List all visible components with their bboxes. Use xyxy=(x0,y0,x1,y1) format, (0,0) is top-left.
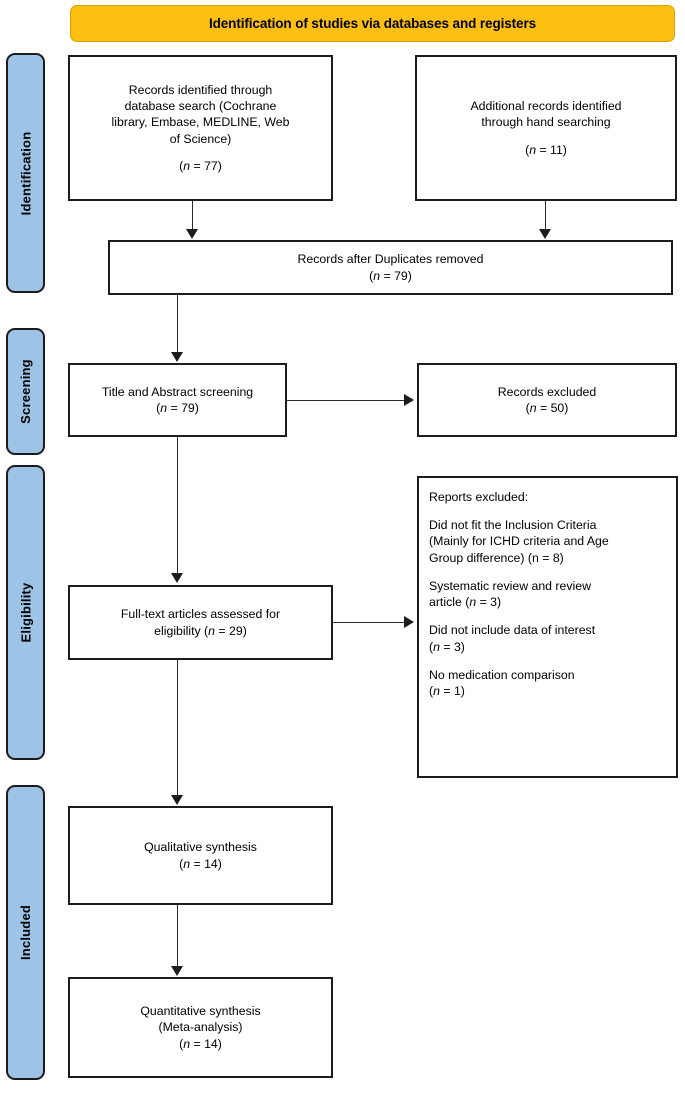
records-excluded-line1: Records excluded xyxy=(497,384,597,399)
connector-records-to-duplicates xyxy=(192,201,193,230)
reports-excluded-reason-1: Did not fit the Inclusion Criteria (Main… xyxy=(429,518,609,565)
additional-records-line2: through hand searching xyxy=(481,115,611,130)
stage-label-included: Included xyxy=(18,904,33,961)
duplicates-removed-line1: Records after Duplicates removed xyxy=(297,252,484,267)
stage-bar-identification: Identification xyxy=(6,53,45,293)
reports-excluded-heading: Reports excluded: xyxy=(429,490,529,504)
title-abstract-line1: Title and Abstract screening xyxy=(101,384,254,399)
box-duplicates-removed: Records after Duplicates removed (n = 79… xyxy=(108,240,673,295)
fulltext-assessed-line1: Full-text articles assessed for xyxy=(120,607,281,622)
diagram-title-banner: Identification of studies via databases … xyxy=(70,5,675,42)
duplicates-removed-count: (n = 79) xyxy=(369,268,412,283)
arrowhead-records-to-duplicates xyxy=(186,229,198,239)
arrowhead-screening-to-fulltext xyxy=(171,573,183,583)
spacer xyxy=(424,131,668,142)
records-identified-line2: database search (Cochrane xyxy=(124,99,277,114)
box-records-excluded: Records excluded (n = 50) xyxy=(417,363,677,437)
connector-screening-to-excluded xyxy=(287,400,405,401)
records-excluded-count: (n = 50) xyxy=(525,401,569,415)
fulltext-assessed-line2: eligibility (n = 29) xyxy=(154,623,247,638)
connector-qualitative-to-quantitative xyxy=(177,905,178,967)
arrowhead-screening-to-excluded xyxy=(404,394,414,406)
connector-screening-to-fulltext xyxy=(177,437,178,574)
arrowhead-fulltext-to-reports-excluded xyxy=(404,616,414,628)
qualitative-synthesis-line1: Qualitative synthesis xyxy=(144,840,257,855)
box-title-abstract-screening: Title and Abstract screening (n = 79) xyxy=(68,363,287,437)
box-quantitative-synthesis: Quantitative synthesis (Meta-analysis) (… xyxy=(68,977,333,1078)
stage-bar-included: Included xyxy=(6,785,45,1080)
additional-records-count: (n = 11) xyxy=(525,142,567,157)
quantitative-synthesis-count: (n = 14) xyxy=(179,1036,222,1051)
reports-excluded-reason-4: No medication comparison (n = 1) xyxy=(429,667,575,698)
box-additional-records: Additional records identified through ha… xyxy=(415,55,677,201)
records-identified-line3: library, Embase, MEDLINE, Web xyxy=(111,115,290,130)
connector-duplicates-to-screening xyxy=(177,295,178,353)
arrowhead-duplicates-to-screening xyxy=(171,352,183,362)
connector-fulltext-to-reports-excluded xyxy=(333,622,405,623)
connector-fulltext-to-qualitative xyxy=(177,660,178,796)
stage-label-eligibility: Eligibility xyxy=(18,582,34,643)
quantitative-synthesis-line2: (Meta-analysis) xyxy=(158,1020,243,1035)
stage-label-identification: Identification xyxy=(18,131,34,215)
diagram-title-text: Identification of studies via databases … xyxy=(208,16,537,31)
reports-excluded-reason-2: Systematic review and review article (n … xyxy=(429,578,591,610)
qualitative-synthesis-count: (n = 14) xyxy=(179,856,222,871)
stage-bar-screening: Screening xyxy=(6,328,45,455)
box-reports-excluded: Reports excluded: Did not fit the Inclus… xyxy=(417,476,678,778)
quantitative-synthesis-line1: Quantitative synthesis xyxy=(140,1004,261,1019)
box-qualitative-synthesis: Qualitative synthesis (n = 14) xyxy=(68,806,333,905)
stage-bar-eligibility: Eligibility xyxy=(6,465,45,760)
reports-excluded-reason-3: Did not include data of interest (n = 3) xyxy=(429,623,596,654)
spacer xyxy=(77,147,324,158)
arrowhead-additional-to-duplicates xyxy=(539,229,551,239)
connector-additional-to-duplicates xyxy=(545,201,546,230)
additional-records-line1: Additional records identified xyxy=(470,99,622,114)
records-identified-line4: of Science) xyxy=(169,131,232,146)
arrowhead-qualitative-to-quantitative xyxy=(171,966,183,976)
records-identified-line1: Records identified through xyxy=(128,82,273,97)
stage-label-screening: Screening xyxy=(18,359,33,424)
records-identified-count: (n = 77) xyxy=(179,158,222,173)
box-fulltext-assessed: Full-text articles assessed for eligibil… xyxy=(68,585,333,660)
title-abstract-count: (n = 79) xyxy=(156,401,199,415)
box-records-identified: Records identified through database sear… xyxy=(68,55,333,201)
arrowhead-fulltext-to-qualitative xyxy=(171,795,183,805)
